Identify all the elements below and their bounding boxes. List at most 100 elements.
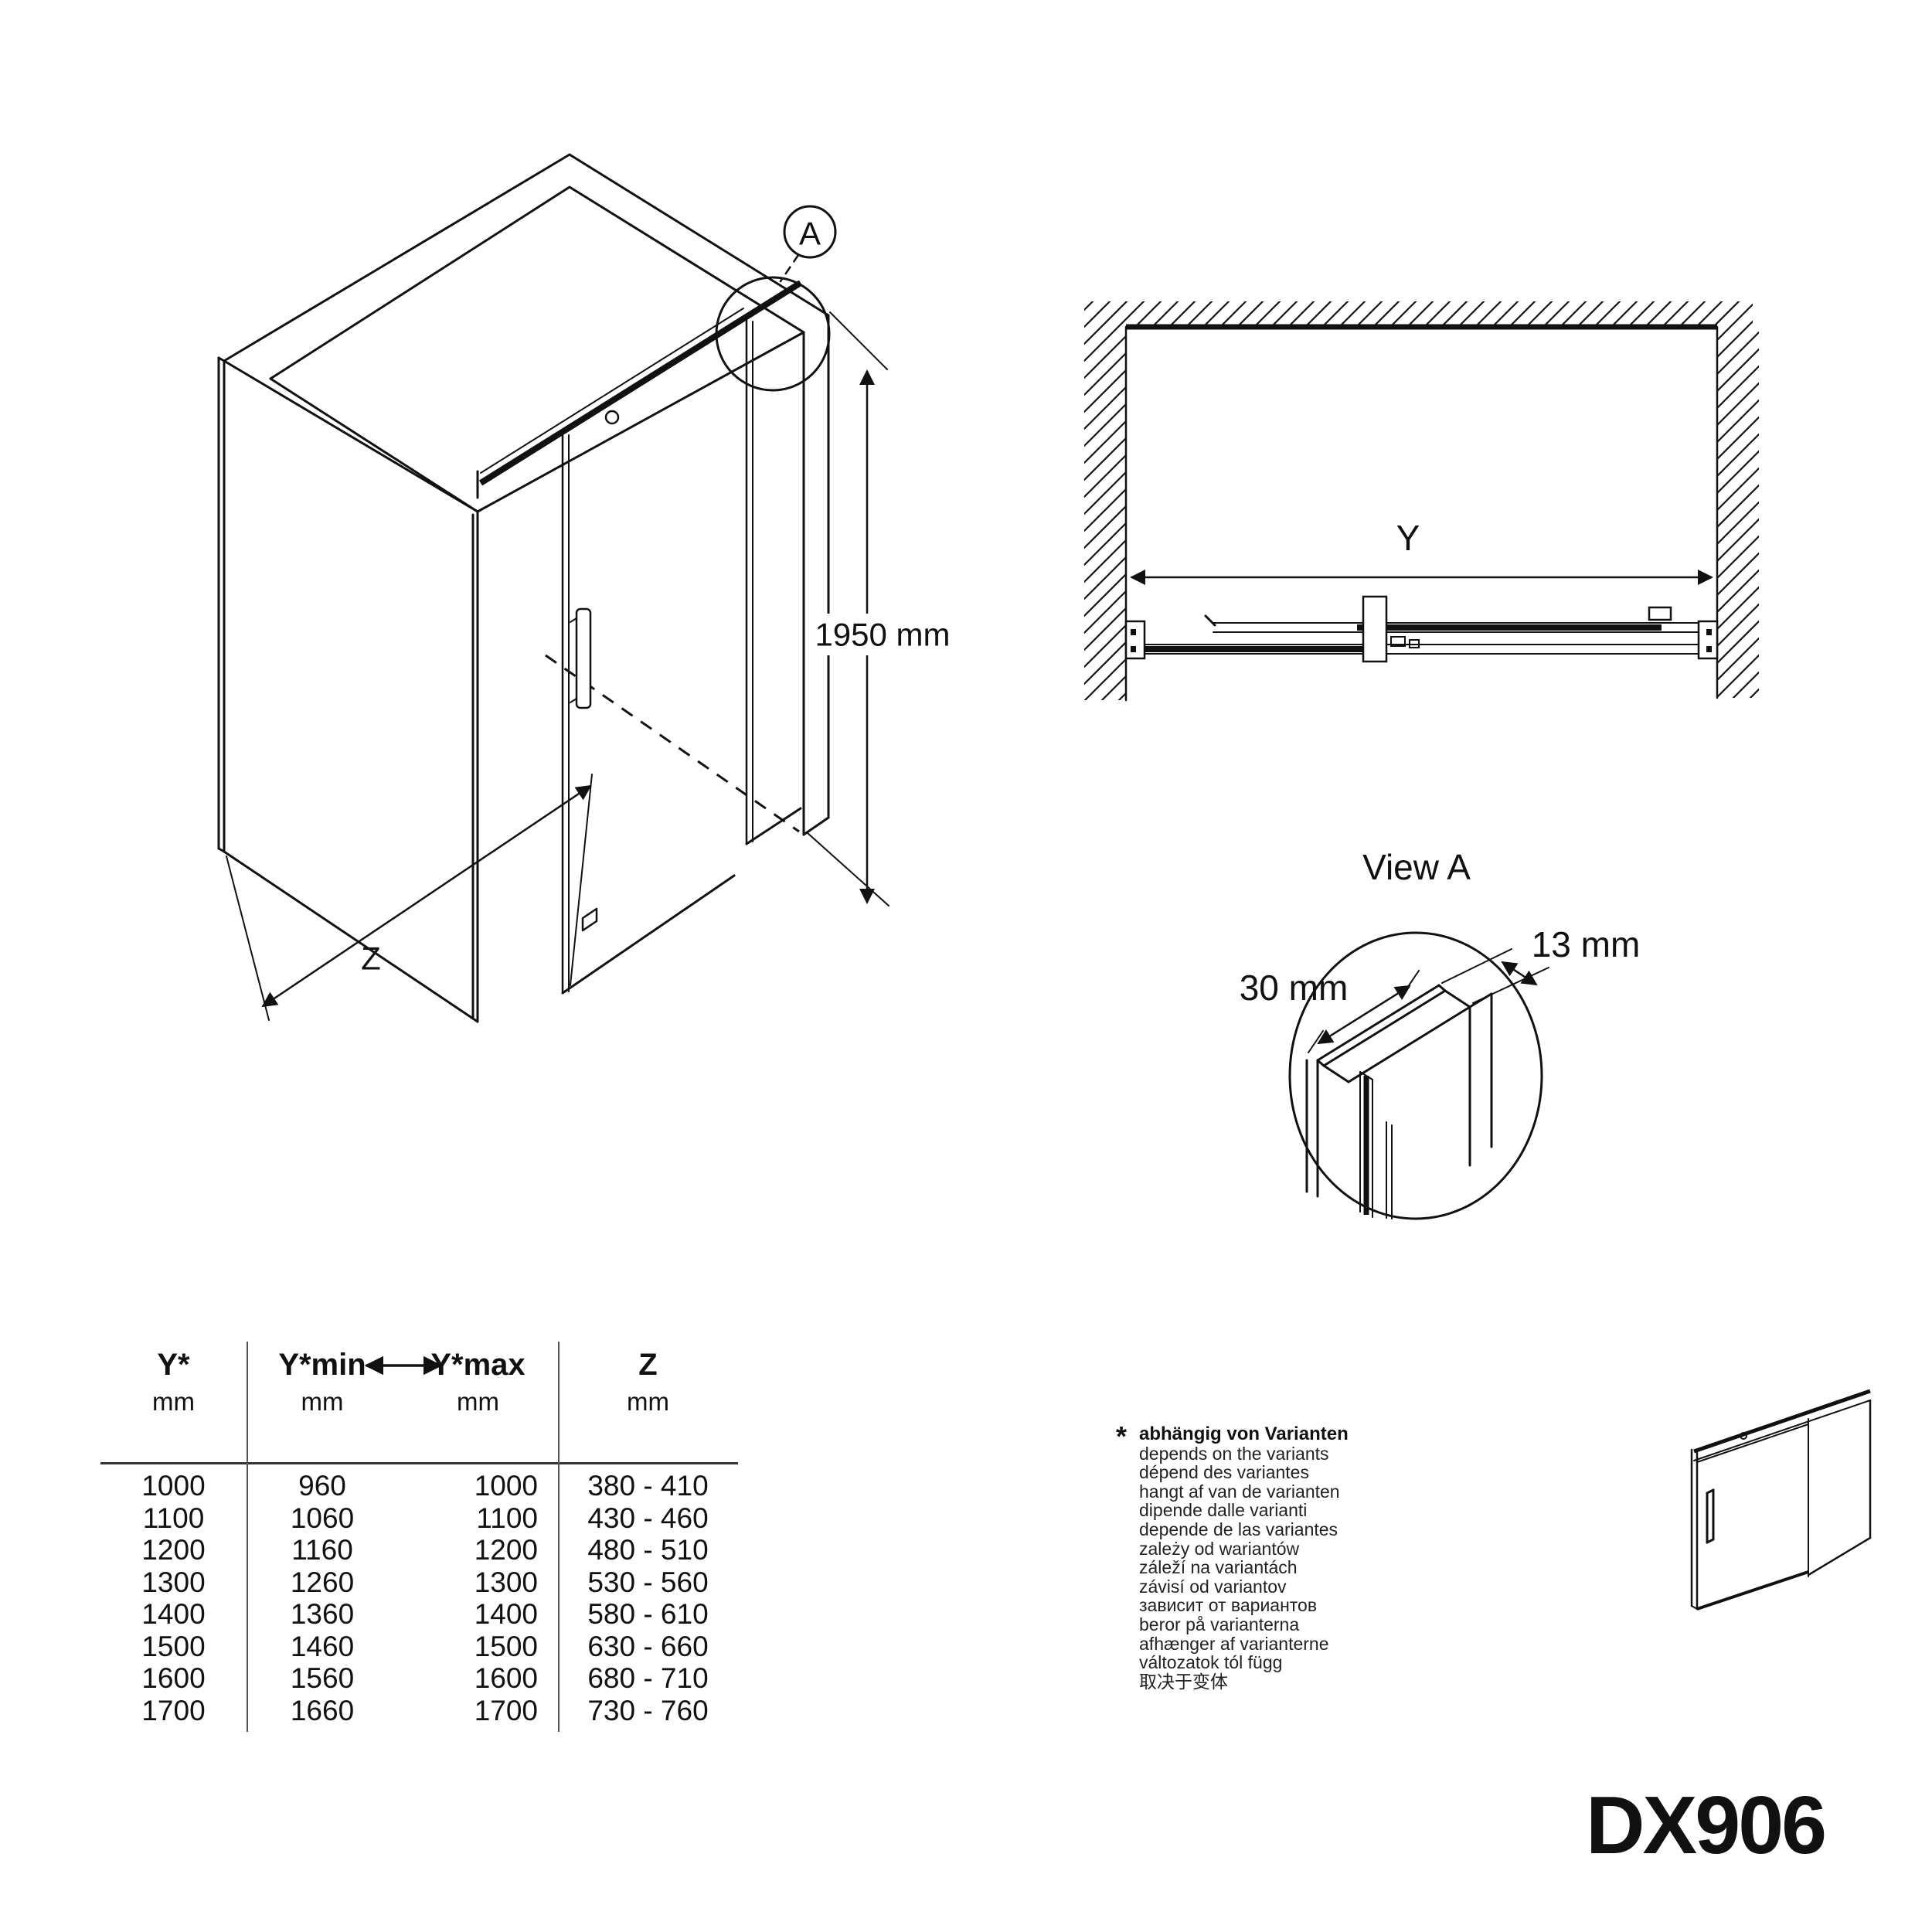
table-cell: 1160 <box>291 1534 353 1566</box>
note-translation-line: beror på varianterna <box>1139 1614 1300 1634</box>
note-translation-line: változatok tól függ <box>1139 1652 1283 1673</box>
wall-channel-profile <box>1305 984 1493 1198</box>
table-cell: 430 - 460 <box>587 1502 709 1534</box>
table-cell: 1460 <box>290 1630 355 1662</box>
mini-door-handle <box>1706 1488 1715 1544</box>
wall-profile-right <box>1697 620 1719 660</box>
plan-view: Y <box>1084 301 1759 702</box>
asterisk-marker: * <box>1116 1420 1128 1452</box>
note-translation-line: зависит от вариантов <box>1139 1595 1318 1616</box>
dimension-13mm-label: 13 mm <box>1532 924 1641 964</box>
note-translation-line: hangt af van de varianten <box>1139 1481 1340 1502</box>
table-cell: 1560 <box>290 1662 355 1694</box>
variants-note: * abhängig von Varianten depends on the … <box>1116 1420 1349 1692</box>
table-cell: 1600 <box>141 1662 206 1694</box>
note-translation-line: depende de las variantes <box>1139 1519 1338 1539</box>
note-translation-line: dipende dalle varianti <box>1139 1500 1308 1521</box>
model-code: DX906 <box>1586 1780 1827 1871</box>
note-translation-line: závisí od variantov <box>1139 1576 1287 1597</box>
detail-balloon-label: A <box>799 216 821 252</box>
table-cell: 630 - 660 <box>587 1630 709 1662</box>
right-wall <box>802 314 830 836</box>
table-cell: 1600 <box>474 1662 538 1694</box>
dimension-height: 1950 mm <box>807 311 951 906</box>
fixed-panel-glass <box>745 317 802 845</box>
wall-hatching <box>1084 301 1759 700</box>
dimension-height-label: 1950 mm <box>815 617 950 653</box>
unit-label: mm <box>627 1387 669 1416</box>
table-cell: 1100 <box>142 1502 205 1534</box>
dimension-z: Z <box>226 774 593 1021</box>
note-translation-line: záleží na variantách <box>1139 1557 1298 1578</box>
table-cell: 1700 <box>474 1694 538 1726</box>
detail-view-a: View A <box>1240 847 1641 1220</box>
table-cell: 480 - 510 <box>587 1534 709 1566</box>
center-roller-tab <box>1362 595 1388 663</box>
table-row: 1400 1360 1400 580 - 610 <box>100 1598 738 1631</box>
table-cell: 680 - 710 <box>587 1662 709 1694</box>
table-cell: 1300 <box>474 1566 538 1598</box>
table-header-rule <box>100 1462 738 1464</box>
detail-view-circle <box>1288 931 1543 1220</box>
table-cell: 1400 <box>141 1598 206 1630</box>
table-header-row: Y* Y*min Y*max Z <box>100 1345 738 1385</box>
table-cell: 960 <box>298 1470 346 1502</box>
roller-screw <box>604 410 620 425</box>
detail-circle <box>715 276 831 392</box>
dimension-z-label: Z <box>361 940 381 977</box>
door-bottom-guide <box>581 907 598 932</box>
table-row: 1500 1460 1500 630 - 660 <box>100 1631 738 1663</box>
note-translation-line: afhænger af varianterne <box>1139 1633 1329 1654</box>
table-cell: 1360 <box>290 1598 355 1630</box>
note-translation-line: 取决于变体 <box>1139 1671 1229 1692</box>
dimension-30mm: 30 mm <box>1240 968 1420 1053</box>
table-cell: 730 - 760 <box>587 1694 709 1726</box>
mini-door-drawing <box>1690 1389 1872 1611</box>
isometric-view: A Z 1950 mm <box>217 153 951 1023</box>
table-units-row: mm mm mm mm <box>100 1385 738 1422</box>
wall-profile-left <box>1124 620 1146 660</box>
unit-label: mm <box>301 1387 344 1416</box>
table-divider <box>247 1342 248 1732</box>
dimension-30mm-label: 30 mm <box>1240 968 1349 1008</box>
product-thumbnail <box>1690 1389 1872 1611</box>
table-cell: 1060 <box>290 1502 355 1534</box>
door-handle <box>575 607 592 709</box>
note-translation-line: dépend des variantes <box>1139 1462 1309 1483</box>
dimension-y-label: Y <box>1396 518 1420 558</box>
table-cell: 1500 <box>474 1630 538 1662</box>
column-header-z: Z <box>638 1348 658 1382</box>
table-cell: 1000 <box>141 1470 206 1502</box>
table-cell: 1200 <box>474 1534 538 1566</box>
detail-balloon-circle <box>783 205 837 259</box>
door-top-rail <box>476 280 803 499</box>
table-cell: 580 - 610 <box>587 1598 709 1630</box>
glass-edge-in-channel <box>1359 1071 1393 1219</box>
niche-top-frame <box>223 153 830 513</box>
table-cell: 1260 <box>290 1566 355 1598</box>
table-divider <box>558 1342 560 1732</box>
column-header-ymin: Y*min <box>278 1348 366 1382</box>
min-max-range-arrow-icon <box>364 1355 443 1376</box>
table-cell: 1300 <box>141 1566 206 1598</box>
dimension-13mm: 13 mm <box>1441 924 1641 1004</box>
table-row: 1600 1560 1600 680 - 710 <box>100 1662 738 1695</box>
sliding-door-glass <box>561 320 744 995</box>
table-cell: 1400 <box>474 1598 538 1630</box>
column-header-ymax: Y*max <box>430 1348 526 1382</box>
detail-view-title: View A <box>1362 847 1471 887</box>
note-translation-line: depends on the variants <box>1139 1443 1329 1464</box>
table-cell: 1500 <box>141 1630 206 1662</box>
column-header-y: Y* <box>157 1348 190 1382</box>
dimension-y: Y <box>1130 518 1713 585</box>
balloon-leader <box>779 253 800 283</box>
table-cell: 380 - 410 <box>587 1470 709 1502</box>
table-cell: 1700 <box>141 1694 206 1726</box>
unit-label: mm <box>457 1387 499 1416</box>
